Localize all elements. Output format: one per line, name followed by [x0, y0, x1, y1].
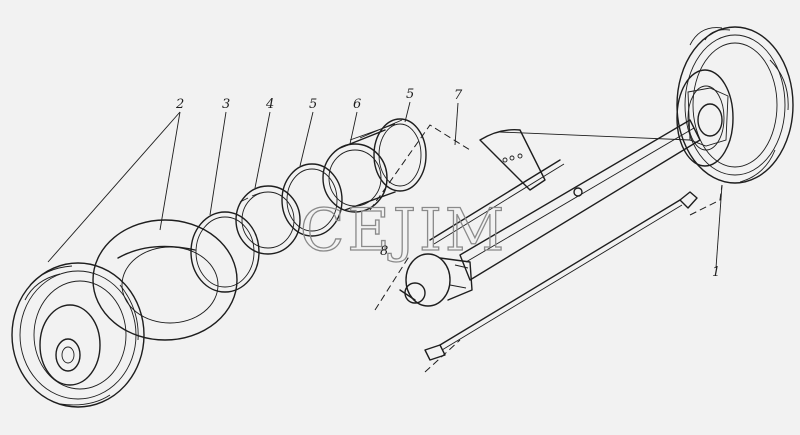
- bead-ring-inner: [373, 118, 427, 192]
- callout-7: 7: [454, 88, 463, 103]
- right-wheel: [676, 26, 794, 184]
- brake-hose-short: [429, 159, 565, 245]
- leader-lines: [47, 101, 723, 269]
- callout-3: 3: [222, 97, 230, 112]
- left-wheel: [11, 262, 145, 408]
- bead-ring-outer: [281, 163, 343, 237]
- lock-ring: [190, 211, 260, 293]
- side-ring: [235, 185, 301, 255]
- wheel-disc: [92, 219, 238, 341]
- callout-8: 8: [380, 244, 388, 259]
- watermark-text: CEJIM: [300, 196, 507, 264]
- callout-5b: 5: [406, 87, 414, 102]
- callout-5a: 5: [309, 97, 317, 112]
- axle-beam: [459, 119, 701, 281]
- callout-1: 1: [712, 265, 720, 280]
- callout-6: 6: [353, 97, 361, 112]
- assembly-lines: [369, 124, 723, 373]
- callout-2: 2: [175, 97, 184, 112]
- hub-drum: [322, 119, 403, 213]
- hub-assembly: [399, 253, 473, 307]
- brake-hose-long: [424, 191, 698, 361]
- callout-4: 4: [265, 97, 274, 112]
